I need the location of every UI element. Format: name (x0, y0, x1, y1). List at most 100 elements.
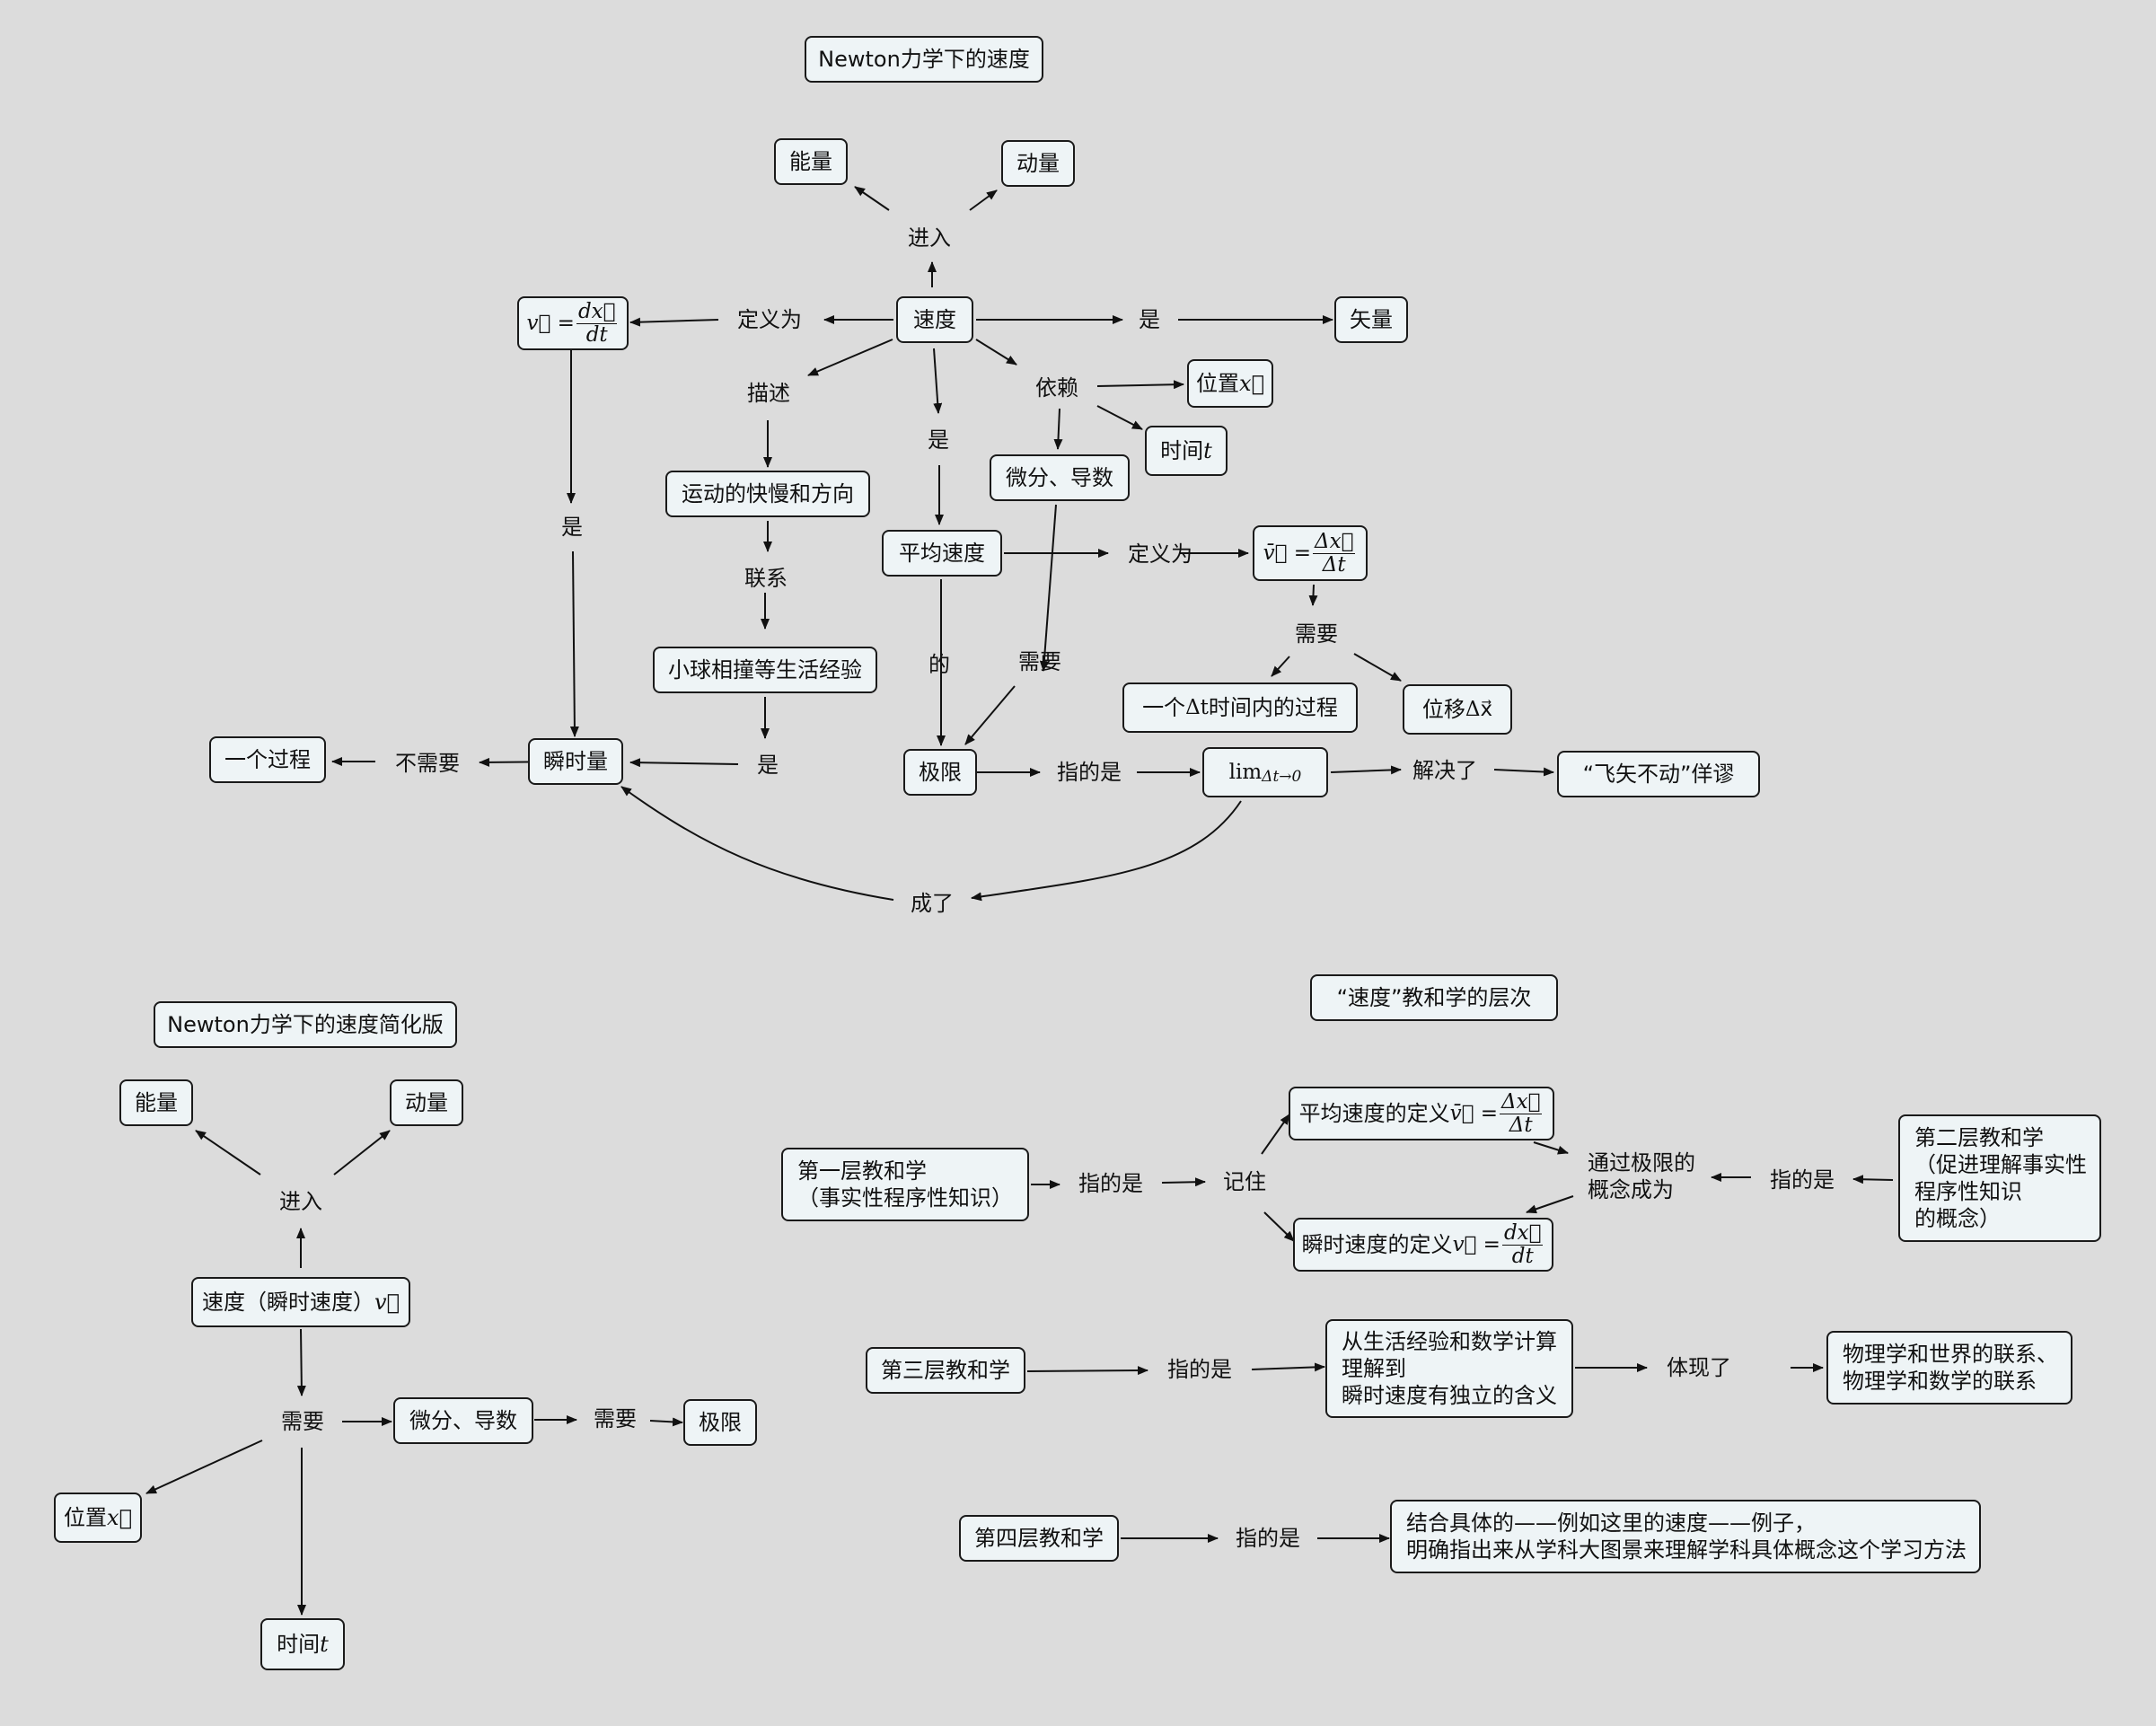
edge (649, 1417, 683, 1427)
label-enter: 进入 (279, 1189, 322, 1214)
fraction: Δx⃗Δt (1313, 530, 1356, 577)
level1-node: 第一层教和学 （事实性程序性知识） (781, 1148, 1029, 1221)
label-connect: 联系 (744, 566, 788, 591)
label-refers: 指的是 (1167, 1357, 1232, 1382)
edge (1308, 584, 1318, 606)
edge (1161, 1177, 1206, 1187)
energy-node: 能量 (774, 138, 848, 185)
calculus-node: 微分、导数 (990, 454, 1130, 501)
level4-node: 第四层教和学 (959, 1515, 1119, 1562)
limit-node: 极限 (903, 749, 977, 796)
label-embodies: 体现了 (1667, 1355, 1731, 1380)
inst-def-node: 瞬时速度的定义 v⃗ = dx⃗dt (1293, 1218, 1553, 1272)
def-instant-node: v⃗ = dx⃗dt (517, 296, 629, 350)
speed-node: 速度（瞬时速度）v⃗ (191, 1277, 410, 1327)
momentum-node: 动量 (390, 1079, 463, 1126)
edge (195, 1130, 261, 1176)
relation-node: 物理学和世界的联系、 物理学和数学的联系 (1826, 1331, 2072, 1405)
label-solves: 解决了 (1412, 758, 1477, 783)
instant-node: 瞬时量 (528, 738, 623, 785)
edge (1353, 653, 1402, 682)
edge (629, 758, 739, 768)
fraction: Δx⃗Δt (1500, 1090, 1543, 1137)
edge (1096, 405, 1143, 430)
edge (1852, 1175, 1894, 1184)
def-avg-node: v̄⃗ = Δx⃗Δt (1253, 525, 1368, 581)
label-need: 需要 (594, 1406, 637, 1431)
edge (969, 189, 998, 211)
label-need: 需要 (281, 1409, 324, 1434)
map2-title: Newton力学下的速度简化版 (154, 1001, 457, 1048)
label-depends: 依赖 (1035, 375, 1078, 401)
edge (620, 786, 894, 901)
edge (1039, 504, 1057, 672)
level2-node: 第二层教和学 （促进理解事实性 程序性知识 的概念） (1898, 1114, 2101, 1242)
avg-def-node: 平均速度的定义 v̄⃗ = Δx⃗Δt (1289, 1087, 1554, 1140)
label-via-limit: 通过极限的 概念成为 (1588, 1150, 1695, 1202)
calculus-node: 微分、导数 (393, 1397, 533, 1444)
speed-node: 速度 (896, 296, 973, 343)
edge (854, 186, 890, 211)
ball-node: 小球相撞等生活经验 (653, 647, 877, 693)
label-is: 是 (561, 515, 583, 540)
edge (1251, 1362, 1325, 1372)
label-is: 是 (757, 753, 779, 778)
edge (145, 1440, 263, 1494)
edge (1053, 408, 1063, 450)
map1-title: Newton力学下的速度 (805, 36, 1043, 83)
momentum-node: 动量 (1001, 140, 1075, 187)
label-enter: 进入 (908, 225, 951, 251)
motion-node: 运动的快慢和方向 (665, 471, 870, 517)
label-not-need: 不需要 (395, 751, 460, 776)
label-need: 需要 (1018, 649, 1061, 674)
edge (1271, 656, 1290, 677)
label-refers: 指的是 (1770, 1167, 1835, 1193)
edge (333, 1130, 391, 1176)
label-defined-as: 定义为 (737, 307, 802, 332)
edge (296, 1328, 306, 1396)
limit-node: 极限 (683, 1399, 757, 1446)
fraction: dx⃗dt (1501, 1221, 1544, 1268)
combine-node: 结合具体的——例如这里的速度——例子， 明确指出来从学科大图景来理解学科具体概念… (1390, 1500, 1981, 1573)
edge (975, 339, 1017, 365)
label-refers: 指的是 (1236, 1526, 1300, 1551)
edge (1330, 765, 1402, 775)
understand-node: 从生活经验和数学计算 理解到 瞬时速度有独立的含义 (1325, 1319, 1573, 1418)
label-describe: 描述 (747, 381, 790, 406)
avg-speed-node: 平均速度 (882, 530, 1002, 577)
label-need: 需要 (1295, 621, 1338, 647)
edge (964, 685, 1016, 745)
edge (933, 348, 943, 414)
a-process-node: 一个过程 (209, 736, 326, 783)
edge (629, 317, 719, 327)
edge (971, 800, 1242, 902)
edge (807, 339, 893, 376)
fraction: dx⃗dt (576, 300, 618, 347)
label-is: 是 (1139, 307, 1160, 332)
edge (1096, 380, 1184, 390)
label-is: 是 (928, 427, 949, 453)
vector-node: 矢量 (1334, 296, 1408, 343)
edge (1533, 1141, 1569, 1155)
label-remember: 记住 (1223, 1169, 1266, 1194)
level3-node: 第三层教和学 (866, 1347, 1025, 1394)
map3-title: “速度”教和学的层次 (1310, 974, 1558, 1021)
edge (1026, 1366, 1148, 1376)
label-of: 的 (928, 652, 950, 677)
edge (1261, 1114, 1290, 1155)
label-defined-as: 定义为 (1128, 542, 1192, 567)
edge (1526, 1195, 1574, 1214)
edge (569, 550, 579, 737)
edge (1263, 1211, 1295, 1242)
label-refers: 指的是 (1057, 760, 1122, 785)
edge (1493, 767, 1554, 777)
paradox-node: “飞矢不动”佯谬 (1557, 751, 1760, 797)
